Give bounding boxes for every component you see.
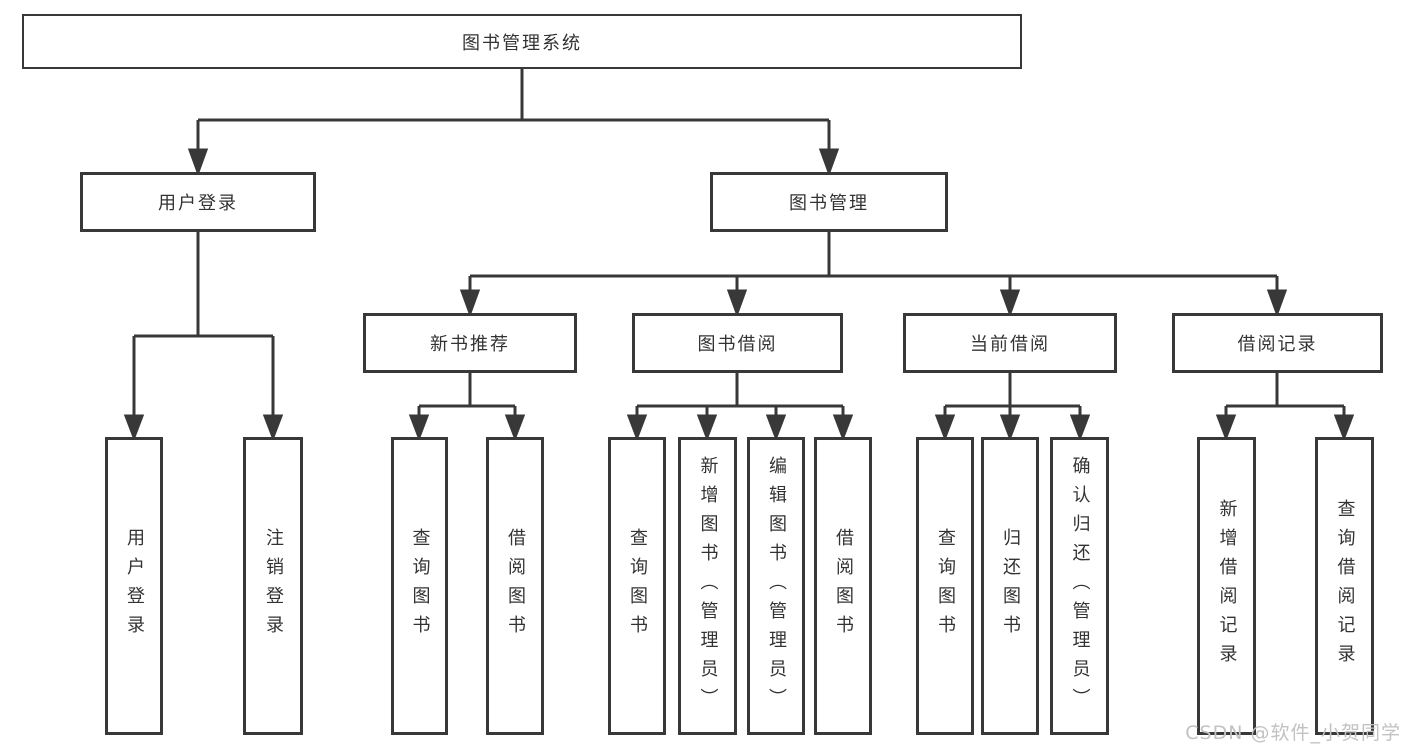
leaf-edit-books-admin: 编辑图书（管理员） xyxy=(747,437,805,735)
leaf-confirm-return-admin: 确认归还（管理员） xyxy=(1050,437,1109,735)
leaf-query-books-1: 查询图书 xyxy=(391,437,448,735)
leaf-return-books: 归还图书 xyxy=(981,437,1039,735)
csdn-watermark: CSDN @软件_小贺同学 xyxy=(1185,722,1401,744)
node-book-borrow: 图书借阅 xyxy=(632,313,843,373)
leaf-add-borrow-record: 新增借阅记录 xyxy=(1197,437,1256,735)
leaf-borrow-books-2: 借阅图书 xyxy=(814,437,872,735)
leaf-borrow-books-1: 借阅图书 xyxy=(486,437,544,735)
node-user-login: 用户登录 xyxy=(80,172,316,232)
leaf-add-books-admin: 新增图书（管理员） xyxy=(678,437,737,735)
leaf-query-books-2: 查询图书 xyxy=(608,437,666,735)
connector-user-login-to-leaves xyxy=(123,232,284,442)
connector-book-management-to-level3 xyxy=(459,232,1288,318)
node-borrow-record: 借阅记录 xyxy=(1172,313,1383,373)
node-current-borrow: 当前借阅 xyxy=(903,313,1117,373)
node-new-book-recommend: 新书推荐 xyxy=(363,313,577,373)
leaf-query-borrow-record: 查询借阅记录 xyxy=(1315,437,1374,735)
connector-current-borrow-to-leaves xyxy=(934,373,1091,442)
node-book-management: 图书管理 xyxy=(710,172,948,232)
connector-root-to-level2 xyxy=(187,69,840,177)
leaf-query-books-3: 查询图书 xyxy=(916,437,974,735)
connector-borrow-record-to-leaves xyxy=(1215,373,1355,442)
connector-new-book-to-leaves xyxy=(408,373,526,442)
leaf-logout: 注销登录 xyxy=(243,437,303,735)
node-system-root: 图书管理系统 xyxy=(22,14,1022,69)
connector-book-borrow-to-leaves xyxy=(626,373,854,442)
leaf-user-login: 用户登录 xyxy=(105,437,163,735)
